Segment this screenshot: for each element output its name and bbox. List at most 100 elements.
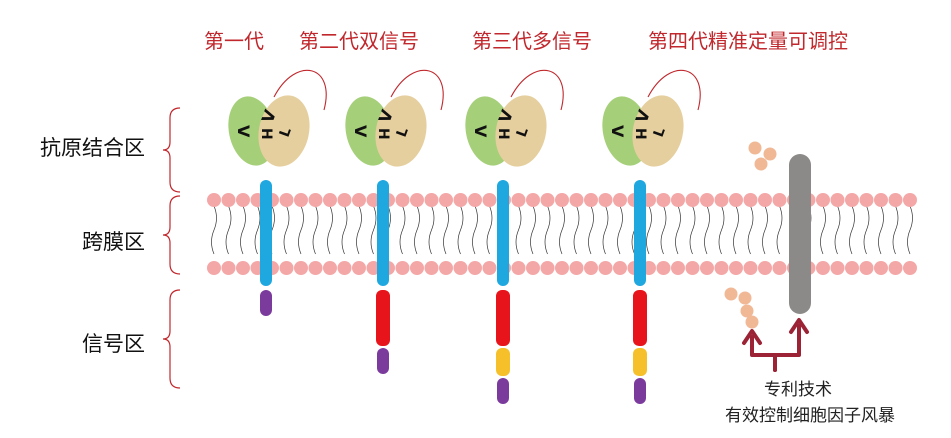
lipid-head-inner: [598, 261, 613, 275]
lipid-tail: [646, 205, 652, 255]
lipid-head-inner: [874, 261, 888, 275]
lipid-tail: [486, 205, 493, 255]
costim-domain-costim2: [496, 348, 510, 376]
lipid-head-outer: [714, 193, 729, 207]
cytokine-dot-2: [763, 147, 777, 161]
vh-letter-h: H: [375, 128, 391, 140]
lipid-head-outer: [598, 193, 613, 207]
lipid-head-inner: [395, 261, 410, 275]
cd3z-domain: [634, 378, 646, 404]
lipid-tail: [544, 205, 551, 255]
lipid-tail: [704, 205, 710, 255]
lipid-tail: [689, 205, 696, 255]
lipid-head-outer: [468, 193, 482, 207]
lipid-head-outer: [903, 193, 917, 207]
lipid-head-outer: [540, 193, 555, 207]
scfv-linker: [273, 69, 327, 111]
lipid-head-inner: [613, 261, 627, 275]
lipid-head-inner: [845, 261, 859, 275]
lipid-head-inner: [323, 261, 337, 275]
lipid-tail: [515, 205, 522, 255]
cytokine-dot-1: [748, 141, 762, 155]
lipid-head-outer: [526, 193, 540, 207]
lipid-head-outer: [700, 193, 714, 207]
lipid-head-outer: [352, 193, 366, 207]
lipid-head-inner: [555, 261, 569, 275]
lipid-head-outer: [830, 193, 845, 207]
cd3z-domain: [260, 290, 272, 316]
lipid-head-outer: [671, 193, 685, 207]
patent-caption-line2: 有效控制细胞因子风暴: [725, 406, 895, 426]
lipid-head-outer: [337, 193, 352, 207]
lipid-tail: [733, 205, 739, 255]
lipid-head-inner: [888, 261, 903, 275]
lipid-head-inner: [352, 261, 366, 275]
lipid-head-inner: [540, 261, 555, 275]
lipid-head-outer: [424, 193, 439, 207]
region-bracket-3: [162, 289, 181, 389]
cytokine-dot-5: [724, 287, 738, 301]
lipid-head-outer: [323, 193, 337, 207]
lipid-head-outer: [395, 193, 410, 207]
costim-domain-costim: [633, 290, 647, 346]
gen-title-2: 第二代双信号: [299, 29, 419, 53]
lipid-tail: [573, 205, 580, 255]
lipid-tail: [472, 205, 478, 255]
lipid-head-inner: [337, 261, 352, 275]
lipid-tail: [341, 205, 348, 255]
lipid-tail: [675, 205, 681, 255]
vh-letter-h: H: [258, 128, 274, 140]
lipid-head-inner: [482, 261, 497, 275]
lipid-heads: [207, 193, 917, 275]
lipid-head-outer: [816, 193, 830, 207]
lipid-tail: [878, 205, 884, 255]
lipid-head-outer: [439, 193, 453, 207]
vh-letter-h: H: [632, 128, 648, 140]
lipid-head-inner: [700, 261, 714, 275]
vh-letter-v: V: [471, 125, 490, 138]
transmembrane-domain: [634, 180, 646, 286]
lipid-head-outer: [845, 193, 859, 207]
lipid-head-outer: [279, 193, 294, 207]
cytokine-dot-6: [740, 304, 754, 318]
region-label-transmembrane: 跨膜区: [82, 230, 145, 254]
lipid-tail: [312, 205, 319, 255]
cytokine-dot-3: [754, 157, 768, 171]
lipid-head-outer: [308, 193, 323, 207]
patent-caption-line1: 专利技术: [764, 380, 832, 400]
lipid-head-inner: [526, 261, 540, 275]
arrowhead-right: [789, 318, 809, 334]
lipid-head-inner: [410, 261, 424, 275]
lipid-head-inner: [830, 261, 845, 275]
lipid-head-outer: [859, 193, 874, 207]
lipid-head-outer: [888, 193, 903, 207]
lipid-head-inner: [221, 261, 236, 275]
lipid-head-outer: [569, 193, 584, 207]
lipid-tail: [834, 205, 841, 255]
lipid-head-outer: [482, 193, 497, 207]
lipid-head-inner: [439, 261, 453, 275]
lipid-tail: [399, 205, 406, 255]
scfv-linker: [647, 69, 701, 111]
lipid-tail: [428, 205, 435, 255]
lipid-head-inner: [743, 261, 758, 275]
region-bracket-1: [162, 107, 181, 193]
lipid-head-inner: [294, 261, 308, 275]
lipid-head-inner: [685, 261, 700, 275]
lipid-tail: [225, 205, 232, 255]
region-label-signaling: 信号区: [82, 332, 145, 356]
costim-domain-costim: [376, 290, 390, 346]
switch-receptor: [789, 154, 811, 314]
lipid-head-outer: [221, 193, 236, 207]
gen-title-1: 第一代: [204, 29, 264, 53]
lipid-head-outer: [758, 193, 772, 207]
lipid-head-inner: [468, 261, 482, 275]
vl-domain: [375, 95, 427, 167]
lipid-tail: [602, 205, 609, 255]
gen-title-3: 第三代多信号: [472, 29, 592, 53]
scfv-linker: [510, 69, 564, 111]
lipid-head-inner: [714, 261, 729, 275]
lipid-tail: [457, 205, 464, 255]
lipid-head-inner: [656, 261, 671, 275]
